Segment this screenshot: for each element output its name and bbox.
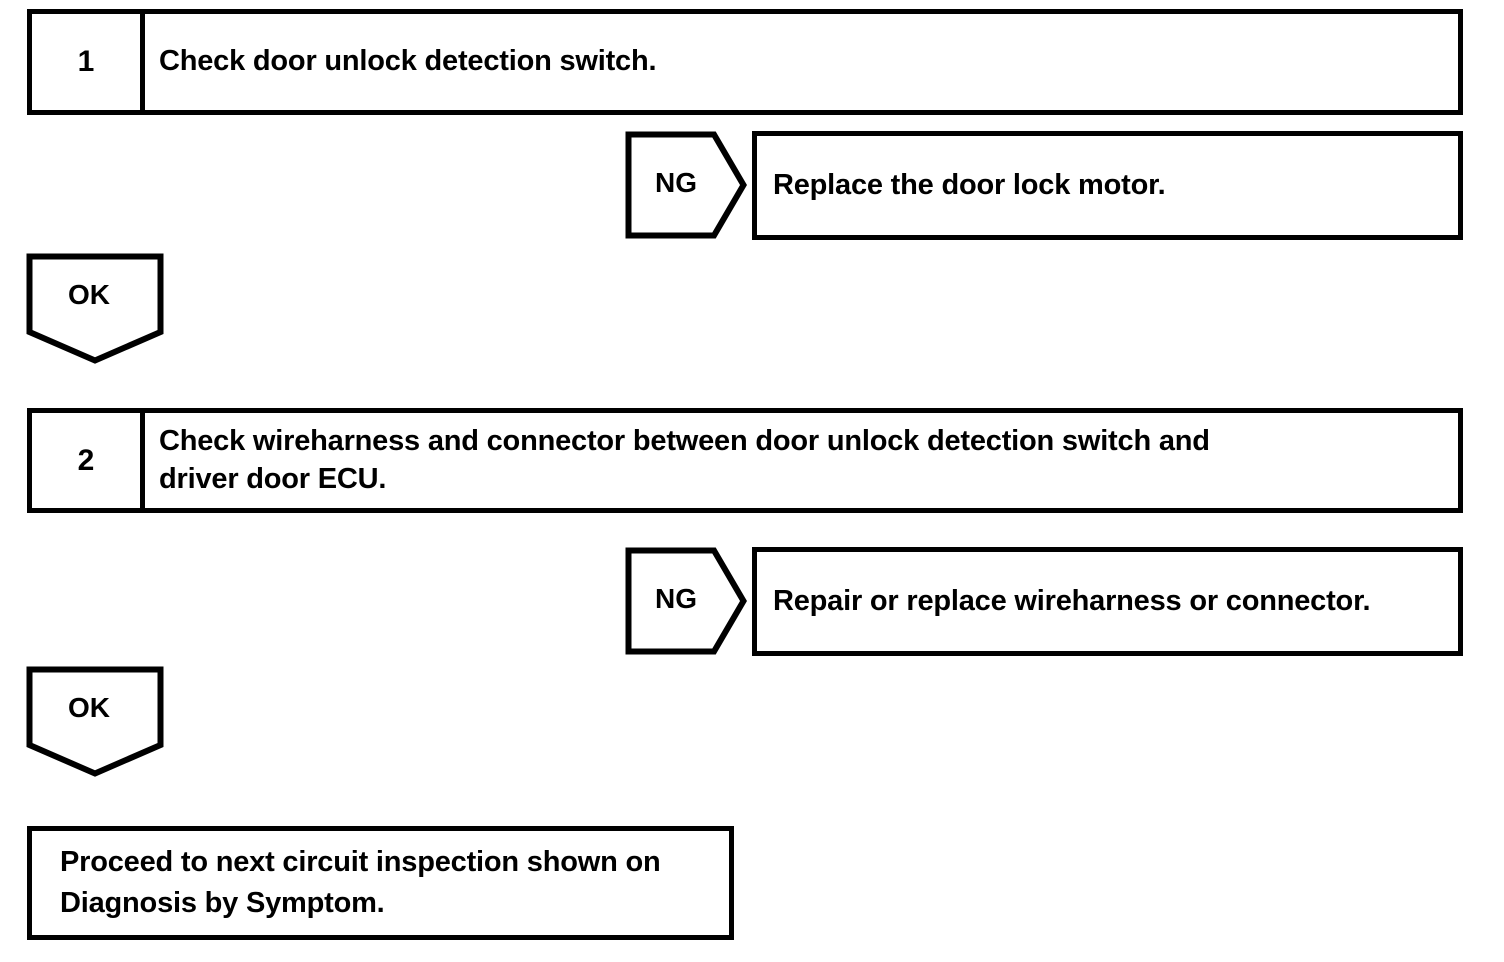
step-1-instruction-text: Check door unlock detection switch.: [159, 45, 657, 78]
step-1-ng-result-text: Replace the door lock motor.: [773, 168, 1166, 201]
step-1-ng-result-box: Replace the door lock motor.: [752, 131, 1463, 240]
step-1-ok-arrow: [24, 252, 166, 366]
step-1-number-label: 1: [77, 45, 95, 78]
step-2-box: 2 Check wireharness and connector betwee…: [27, 408, 1463, 513]
step-1-box: 1 Check door unlock detection switch.: [27, 9, 1463, 115]
step-2-ok-label: OK: [68, 692, 110, 723]
ok-arrow-down-icon: [26, 666, 164, 777]
step-2-instruction: Check wireharness and connector between …: [145, 413, 1458, 508]
step-1-ng-label: NG: [655, 167, 697, 198]
step-1-instruction: Check door unlock detection switch.: [145, 14, 1458, 110]
step-2-instruction-text: Check wireharness and connector between …: [159, 425, 1210, 495]
step-1-ng-arrow: [622, 129, 750, 241]
step-1-number: 1: [32, 14, 145, 110]
final-outcome-text: Proceed to next circuit inspection shown…: [60, 845, 661, 919]
final-outcome-box: Proceed to next circuit inspection shown…: [27, 826, 734, 940]
step-2-ng-result-text: Repair or replace wireharness or connect…: [773, 584, 1371, 617]
step-2-number-label: 2: [77, 443, 95, 477]
step-2-ok-arrow: [24, 665, 166, 779]
ng-arrow-right-icon: [625, 547, 747, 655]
ok-arrow-down-icon: [26, 253, 164, 364]
step-2-ng-label: NG: [655, 583, 697, 614]
step-2-ng-arrow: [622, 545, 750, 657]
step-2-ng-result-box: Repair or replace wireharness or connect…: [752, 547, 1463, 656]
step-1-ok-label: OK: [68, 279, 110, 310]
ng-arrow-right-icon: [625, 131, 747, 239]
step-2-number: 2: [32, 413, 145, 508]
